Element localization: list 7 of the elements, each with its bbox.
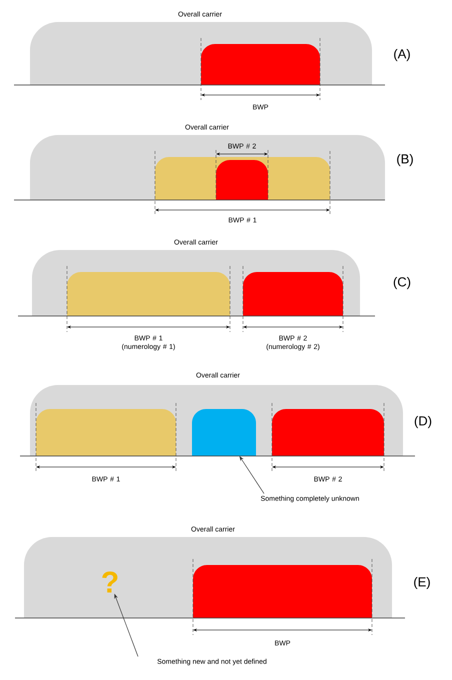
panel-label: (D) <box>414 416 432 428</box>
panel-label: (E) <box>414 576 430 590</box>
bandwidth-block <box>192 409 256 456</box>
panel-label: (B) <box>397 154 413 166</box>
panel-label: (C) <box>394 276 410 290</box>
panel-label: (A) <box>394 48 410 62</box>
question-mark: ? <box>102 572 118 592</box>
